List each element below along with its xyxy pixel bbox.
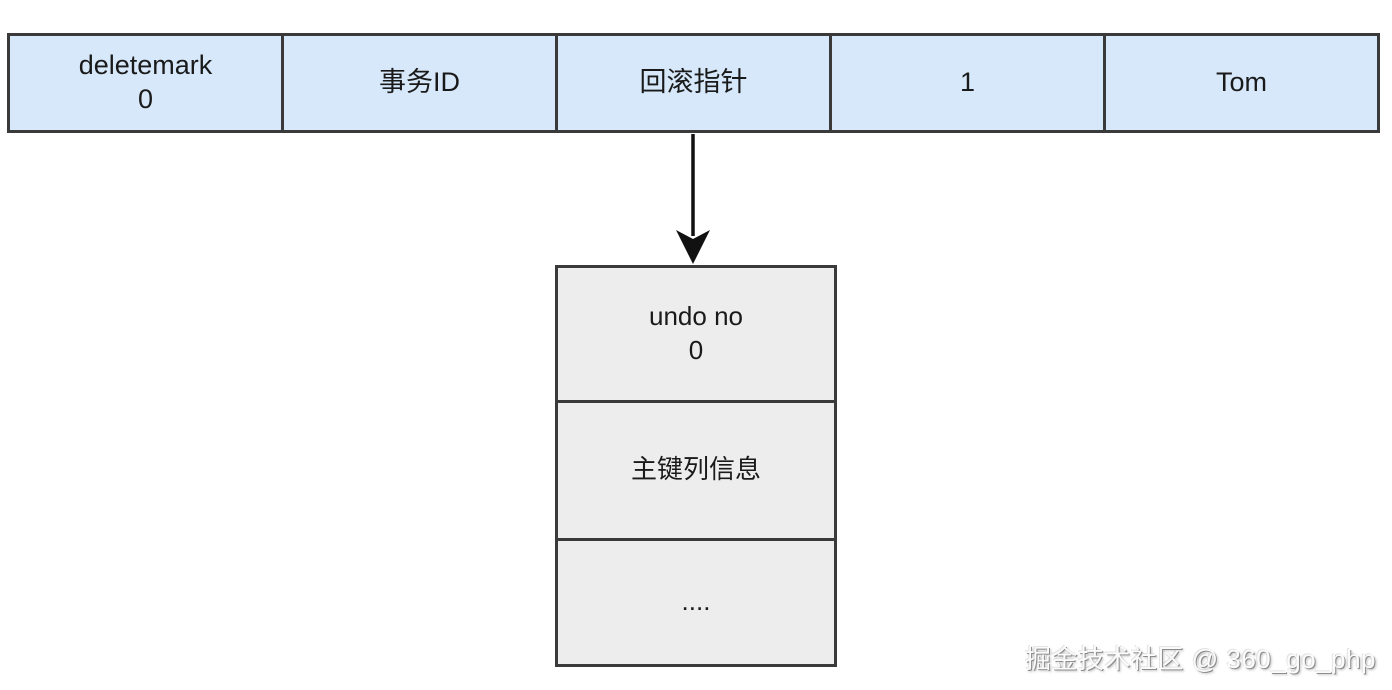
record-cell-value: 0 xyxy=(137,84,154,114)
undo-cell-primary-key-info: 主键列信息 xyxy=(558,399,834,538)
undo-cell-label: undo no xyxy=(649,301,743,332)
undo-log-box: undo no 0 主键列信息 .... xyxy=(555,265,837,667)
undo-cell-ellipsis: .... xyxy=(558,537,834,664)
undo-cell-label: 主键列信息 xyxy=(630,454,761,485)
arrow-down-icon xyxy=(676,134,710,264)
record-cell-deletemark: deletemark 0 xyxy=(10,36,281,130)
record-cell-label: deletemark xyxy=(78,50,213,81)
undo-cell-label: .... xyxy=(681,586,711,617)
record-cell-transaction-id: 事务ID xyxy=(281,36,555,130)
record-cell-label: Tom xyxy=(1215,67,1267,98)
record-row: deletemark 0 事务ID 回滚指针 1 Tom xyxy=(7,33,1380,133)
record-cell-label: 回滚指针 xyxy=(639,67,748,98)
watermark: 掘金技术社区 @ 360_go_php xyxy=(1025,644,1376,674)
undo-cell-undo-no: undo no 0 xyxy=(558,268,834,400)
record-cell-id-value: 1 xyxy=(829,36,1103,130)
record-cell-label: 事务ID xyxy=(379,67,460,98)
record-cell-name-value: Tom xyxy=(1103,36,1377,130)
record-cell-rollback-pointer: 回滚指针 xyxy=(555,36,829,130)
record-cell-label: 1 xyxy=(959,67,976,98)
undo-cell-value: 0 xyxy=(688,334,704,365)
